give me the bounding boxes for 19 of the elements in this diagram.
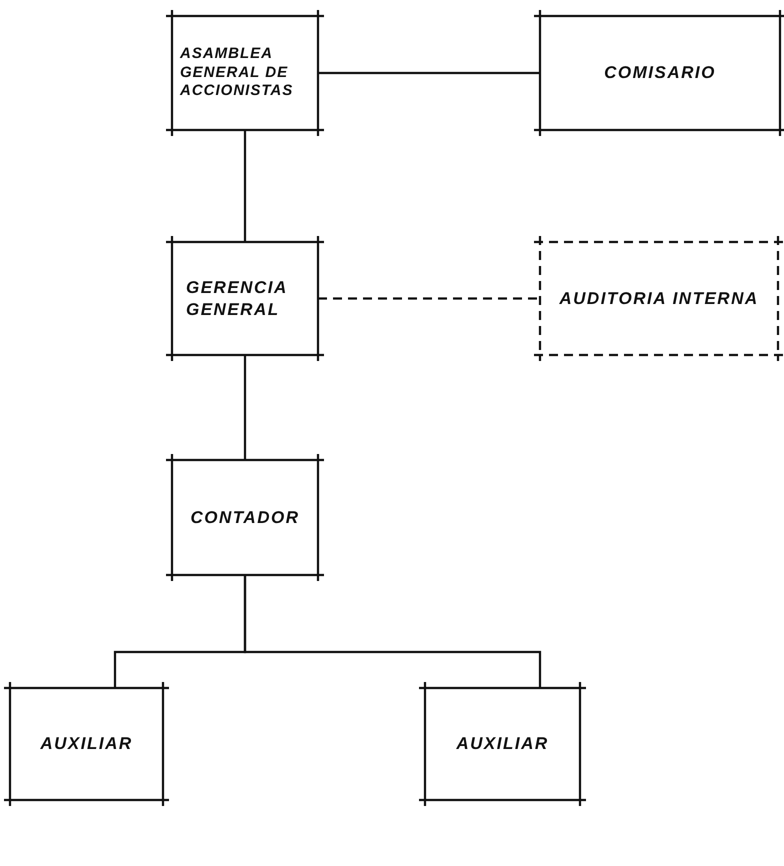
box-label: ASAMBLEA GENERAL DE ACCIONISTAS bbox=[180, 44, 294, 102]
org-box bbox=[419, 682, 586, 806]
connector-line bbox=[318, 72, 540, 74]
box-label: CONTADOR bbox=[190, 506, 300, 528]
connector-line bbox=[318, 297, 540, 300]
org-box bbox=[166, 236, 324, 361]
box-label: AUDITORIA INTERNA bbox=[559, 288, 759, 310]
org-box bbox=[534, 236, 784, 361]
box-label: AUXILIAR bbox=[40, 733, 133, 755]
connector-line bbox=[244, 575, 542, 688]
box-label: COMISARIO bbox=[604, 62, 716, 84]
org-box bbox=[166, 454, 324, 581]
box-label: AUXILIAR bbox=[456, 733, 549, 755]
connector-line bbox=[244, 130, 246, 242]
connector-line bbox=[244, 355, 246, 460]
org-box bbox=[534, 10, 784, 136]
box-label: GERENCIA GENERAL bbox=[186, 277, 288, 320]
org-box bbox=[166, 10, 324, 136]
org-box bbox=[4, 682, 169, 806]
